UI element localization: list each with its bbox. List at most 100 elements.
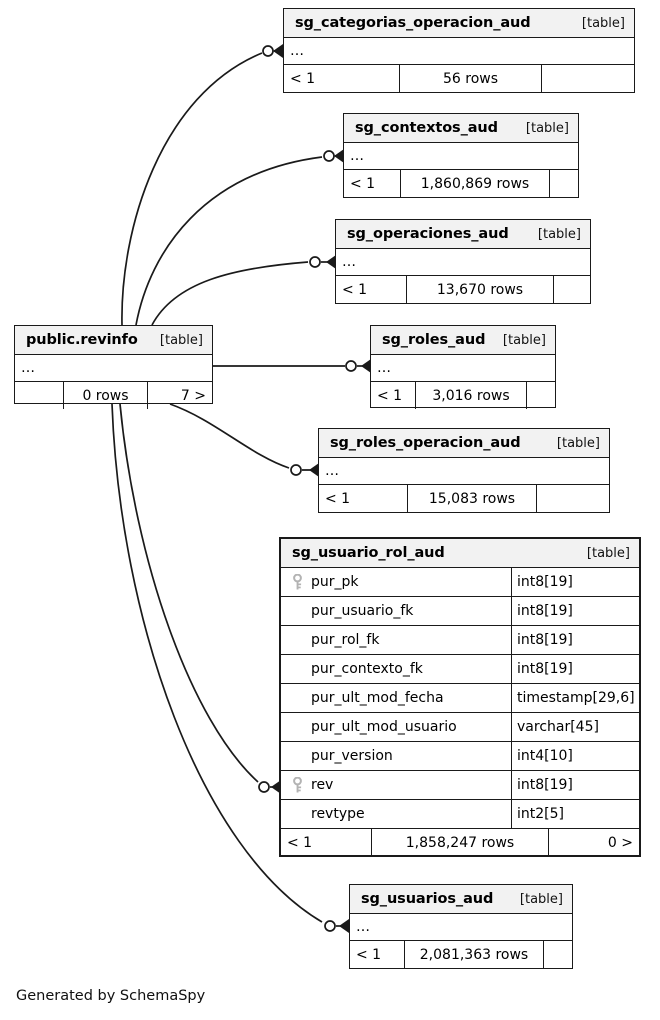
- footer-parent-count: < 1: [356, 946, 382, 963]
- table-header: sg_contextos_aud [table]: [344, 114, 578, 143]
- footer-parent-count: [15, 382, 63, 409]
- table-footer: < 1 15,083 rows: [319, 485, 609, 512]
- table-footer: < 1 3,016 rows: [371, 382, 555, 409]
- column-name-cell: revtype: [281, 800, 512, 828]
- footer-parent-count: < 1: [350, 175, 376, 192]
- table-footer: < 1 56 rows: [284, 65, 634, 92]
- table-name: sg_roles_operacion_aud: [330, 435, 521, 451]
- column-name: pur_contexto_fk: [311, 661, 423, 677]
- columns-collapsed-indicator[interactable]: …: [319, 458, 609, 485]
- footer-child-count: [550, 170, 578, 197]
- column-name-cell: pur_ult_mod_fecha: [281, 684, 512, 712]
- footer-child-count: [554, 276, 590, 303]
- table-footer: < 1 1,858,247 rows 0 >: [281, 829, 639, 856]
- columns-collapsed-indicator[interactable]: …: [284, 38, 634, 65]
- table-sg-roles-operacion-aud[interactable]: sg_roles_operacion_aud [table] … < 1 15,…: [318, 428, 610, 513]
- footer-parent-count: < 1: [290, 70, 316, 87]
- table-type-tag: [table]: [159, 332, 203, 348]
- table-name: sg_usuarios_aud: [361, 891, 494, 907]
- footer-child-count: [542, 65, 634, 92]
- table-footer: < 1 13,670 rows: [336, 276, 590, 303]
- primary-key-icon: [287, 776, 307, 794]
- column-type: int8[19]: [517, 777, 573, 793]
- column-type: int8[19]: [517, 661, 573, 677]
- table-public-revinfo[interactable]: public.revinfo [table] … 0 rows 7 >: [14, 325, 213, 409]
- footer-child-count: [537, 485, 609, 512]
- footer-row-count: 3,016 rows: [415, 382, 527, 409]
- footer-row-count: 1,860,869 rows: [400, 170, 550, 197]
- footer-parent-count: < 1: [287, 834, 313, 851]
- footer-row-count: 13,670 rows: [406, 276, 554, 303]
- table-row[interactable]: rev int8[19]: [281, 771, 639, 800]
- table-name: sg_contextos_aud: [355, 120, 498, 136]
- columns-collapsed-indicator[interactable]: …: [15, 355, 212, 382]
- table-row[interactable]: pur_version int4[10]: [281, 742, 639, 771]
- column-name-cell: pur_contexto_fk: [281, 655, 512, 683]
- column-name-cell: pur_rol_fk: [281, 626, 512, 654]
- column-type: timestamp[29,6]: [517, 690, 635, 706]
- primary-key-icon: [287, 573, 307, 591]
- table-footer: < 1 1,860,869 rows: [344, 170, 578, 197]
- table-name: sg_usuario_rol_aud: [292, 545, 445, 561]
- generator-credit: Generated by SchemaSpy: [16, 988, 206, 1004]
- column-type: int8[19]: [517, 574, 573, 590]
- columns-collapsed-indicator[interactable]: …: [336, 249, 590, 276]
- table-header: sg_usuarios_aud [table]: [350, 885, 572, 914]
- table-row[interactable]: pur_contexto_fk int8[19]: [281, 655, 639, 684]
- column-name: revtype: [311, 806, 365, 822]
- table-sg-contextos-aud[interactable]: sg_contextos_aud [table] … < 1 1,860,869…: [343, 113, 579, 198]
- table-name: sg_operaciones_aud: [347, 226, 509, 242]
- footer-parent-count: < 1: [377, 387, 403, 404]
- footer-parent-count: < 1: [342, 281, 368, 298]
- table-row[interactable]: pur_usuario_fk int8[19]: [281, 597, 639, 626]
- table-row[interactable]: pur_pk int8[19]: [281, 568, 639, 597]
- table-row[interactable]: pur_ult_mod_usuario varchar[45]: [281, 713, 639, 742]
- table-header: sg_categorias_operacion_aud [table]: [284, 9, 634, 38]
- footer-row-count: 15,083 rows: [407, 485, 537, 512]
- footer-row-count: 2,081,363 rows: [404, 941, 544, 968]
- table-row[interactable]: pur_rol_fk int8[19]: [281, 626, 639, 655]
- footer-row-count: 1,858,247 rows: [371, 829, 549, 856]
- table-footer: 0 rows 7 >: [15, 382, 212, 409]
- table-header: public.revinfo [table]: [15, 326, 212, 355]
- table-sg-usuario-rol-aud[interactable]: sg_usuario_rol_aud [table] pur_pk int8[1…: [279, 537, 641, 857]
- column-name: pur_version: [311, 748, 393, 764]
- table-type-tag: [table]: [581, 15, 625, 31]
- columns-collapsed-indicator[interactable]: …: [371, 355, 555, 382]
- table-type-tag: [table]: [556, 435, 600, 451]
- column-type: int8[19]: [517, 632, 573, 648]
- table-header: sg_operaciones_aud [table]: [336, 220, 590, 249]
- column-name: pur_usuario_fk: [311, 603, 414, 619]
- table-sg-operaciones-aud[interactable]: sg_operaciones_aud [table] … < 1 13,670 …: [335, 219, 591, 304]
- table-row[interactable]: pur_ult_mod_fecha timestamp[29,6]: [281, 684, 639, 713]
- footer-child-count: 0 >: [607, 834, 633, 851]
- table-sg-usuarios-aud[interactable]: sg_usuarios_aud [table] … < 1 2,081,363 …: [349, 884, 573, 969]
- table-type-tag: [table]: [519, 891, 563, 907]
- column-name-cell: pur_pk: [281, 568, 512, 596]
- table-header: sg_roles_operacion_aud [table]: [319, 429, 609, 458]
- columns-collapsed-indicator[interactable]: …: [344, 143, 578, 170]
- column-name: pur_ult_mod_usuario: [311, 719, 457, 735]
- table-row[interactable]: revtype int2[5]: [281, 800, 639, 829]
- column-name-cell: pur_usuario_fk: [281, 597, 512, 625]
- footer-child-count: [527, 382, 555, 409]
- footer-child-count: 7 >: [180, 387, 206, 404]
- table-footer: < 1 2,081,363 rows: [350, 941, 572, 968]
- table-sg-categorias-operacion-aud[interactable]: sg_categorias_operacion_aud [table] … < …: [283, 8, 635, 93]
- table-sg-roles-aud[interactable]: sg_roles_aud [table] … < 1 3,016 rows: [370, 325, 556, 409]
- table-name: sg_roles_aud: [382, 332, 486, 348]
- column-name: pur_ult_mod_fecha: [311, 690, 444, 706]
- table-type-tag: [table]: [525, 120, 569, 136]
- footer-parent-count: < 1: [325, 490, 351, 507]
- columns-collapsed-indicator[interactable]: …: [350, 914, 572, 941]
- column-type: int8[19]: [517, 603, 573, 619]
- table-type-tag: [table]: [537, 226, 581, 242]
- column-type: varchar[45]: [517, 719, 599, 735]
- column-name-cell: rev: [281, 771, 512, 799]
- table-header: sg_usuario_rol_aud [table]: [281, 539, 639, 568]
- column-type: int2[5]: [517, 806, 564, 822]
- column-name-cell: pur_ult_mod_usuario: [281, 713, 512, 741]
- footer-row-count: 56 rows: [399, 65, 542, 92]
- column-name: pur_pk: [311, 574, 359, 590]
